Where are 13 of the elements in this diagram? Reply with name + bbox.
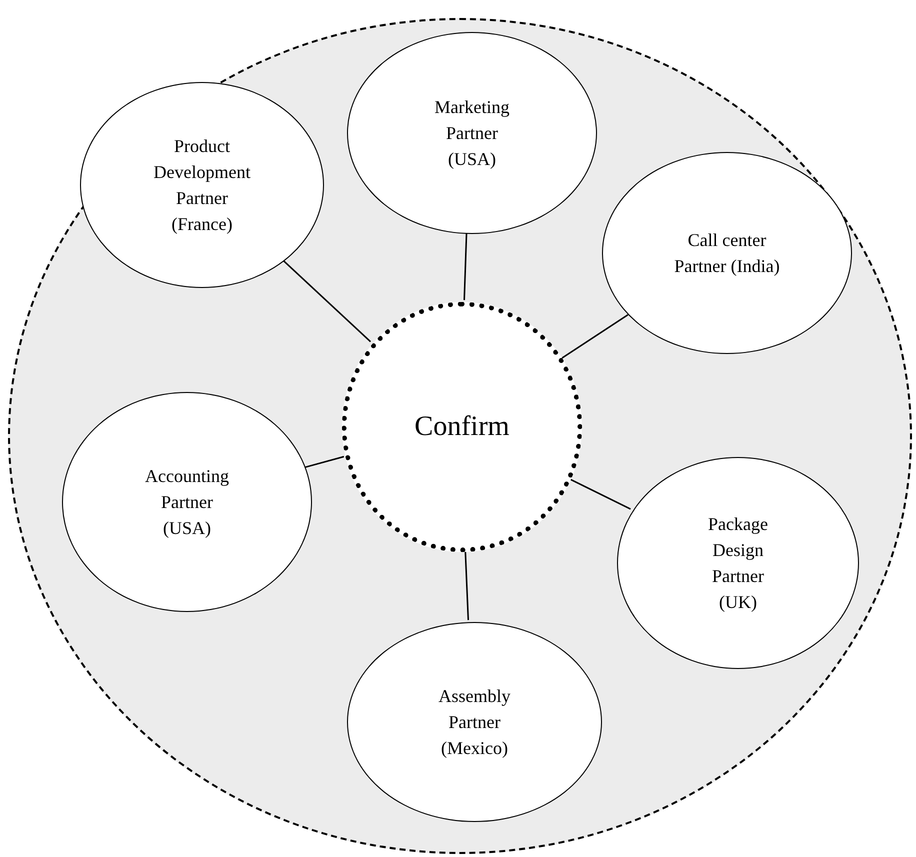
node-label: Product Development Partner (France) xyxy=(152,134,252,236)
node-label: Marketing Partner (USA) xyxy=(434,96,510,172)
node-label: Call center Partner (India) xyxy=(673,228,781,278)
node-label: Accounting Partner (USA) xyxy=(144,464,230,540)
node-label: Package Design Partner (UK) xyxy=(707,512,769,614)
connector-line xyxy=(464,550,470,620)
connector-line xyxy=(464,232,468,300)
connector-line xyxy=(568,478,631,510)
node-label: Assembly Partner (Mexico) xyxy=(438,684,512,760)
connector-line xyxy=(561,314,628,359)
node-label: Confirm xyxy=(414,410,510,444)
connector-line xyxy=(281,258,372,342)
connector-line xyxy=(304,456,344,468)
